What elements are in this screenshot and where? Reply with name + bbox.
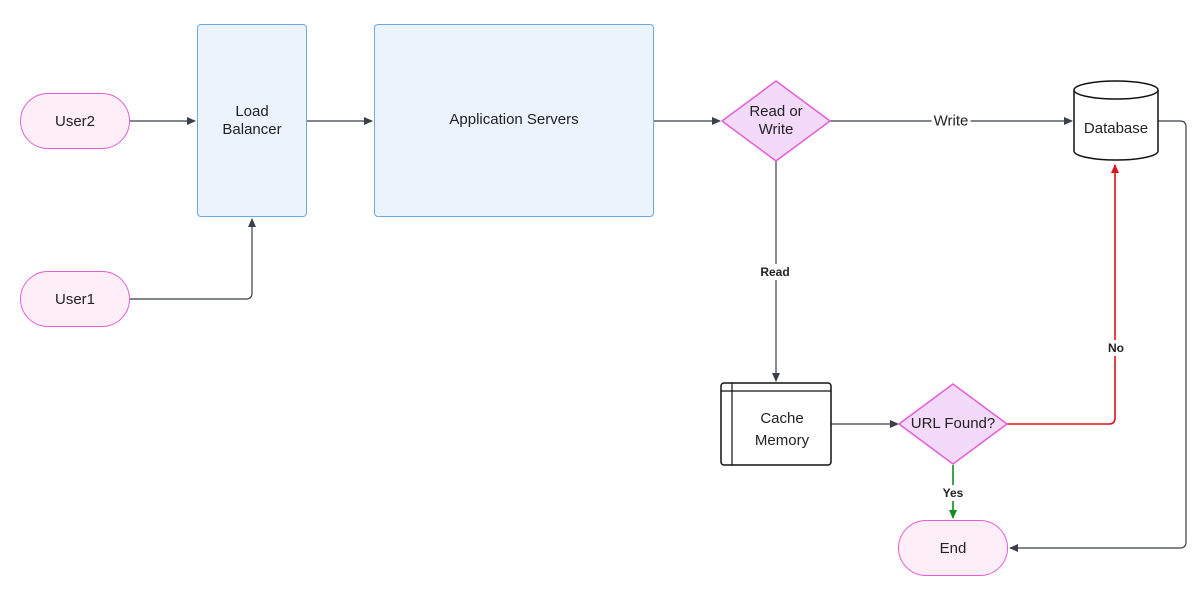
- end-node[interactable]: End: [898, 520, 1008, 576]
- edge-database-to-end: [1009, 120, 1187, 552]
- read-or-write-text: Read or Write: [749, 103, 802, 139]
- edge-label-read: Read: [758, 264, 792, 280]
- end-label: End: [939, 539, 967, 557]
- user2-label: User2: [54, 112, 95, 130]
- url-found-text: URL Found?: [911, 415, 996, 433]
- database-cylinder: [1073, 80, 1159, 161]
- cache-memory-text: Cache Memory: [755, 408, 809, 452]
- database-label: Database: [1083, 120, 1149, 137]
- url-found-diamond: [898, 383, 1008, 465]
- database-text: Database: [1084, 120, 1148, 138]
- application-servers-node[interactable]: Application Servers: [374, 24, 654, 217]
- edge-no-to-database: [1007, 164, 1119, 425]
- application-servers-label: Application Servers: [449, 111, 579, 128]
- edge-user1-to-load-balancer: [130, 218, 256, 300]
- user1-label: User1: [54, 290, 95, 308]
- read-or-write-diamond: [721, 80, 831, 162]
- read-or-write-line2: Write: [758, 121, 794, 138]
- load-balancer-label-line1: Load: [235, 102, 269, 120]
- cache-memory-line2: Memory: [754, 432, 810, 449]
- edge-label-write: Write: [931, 112, 971, 130]
- load-balancer-node[interactable]: Load Balancer: [197, 24, 307, 217]
- cache-memory-line1: Cache: [760, 410, 804, 427]
- cache-memory-box: [720, 382, 832, 466]
- read-or-write-line1: Read or: [749, 103, 803, 120]
- edge-label-yes: Yes: [940, 485, 966, 501]
- url-found-label: URL Found?: [910, 415, 996, 432]
- user1-node[interactable]: User1: [20, 271, 130, 327]
- user2-node[interactable]: User2: [20, 93, 130, 149]
- edge-label-no: No: [1106, 340, 1126, 356]
- load-balancer-label-line2: Balancer: [222, 120, 282, 138]
